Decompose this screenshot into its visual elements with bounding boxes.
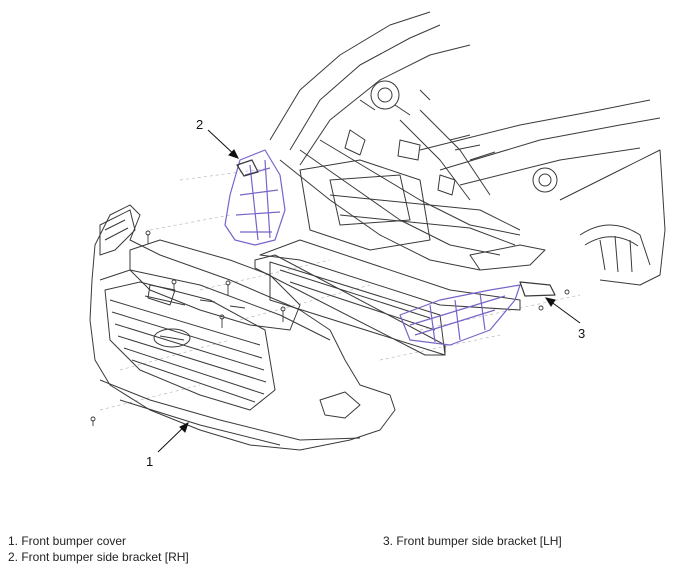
callout-number-2: 2 <box>196 117 203 132</box>
side-bracket-rh <box>224 149 286 246</box>
alignment-guide-lines <box>99 167 581 411</box>
side-bracket-lh <box>399 281 556 346</box>
legend-item-2: 2. Front bumper side bracket [RH] <box>8 550 189 564</box>
parts-legend-left: 1. Front bumper cover 2. Front bumper si… <box>8 533 189 565</box>
exploded-assembly-diagram: 2 3 1 <box>89 11 666 469</box>
fastener-clips <box>90 230 570 426</box>
legend-item-1: 1. Front bumper cover <box>8 534 127 548</box>
parts-legend-right: 3. Front bumper side bracket [LH] <box>383 533 562 549</box>
legend-item-3: 3. Front bumper side bracket [LH] <box>383 534 562 548</box>
callout-number-3: 3 <box>578 326 585 341</box>
callout-number-1: 1 <box>146 454 153 469</box>
upper-shield <box>129 239 301 331</box>
callout-leaders <box>157 129 581 453</box>
vehicle-body-structure <box>254 11 666 356</box>
